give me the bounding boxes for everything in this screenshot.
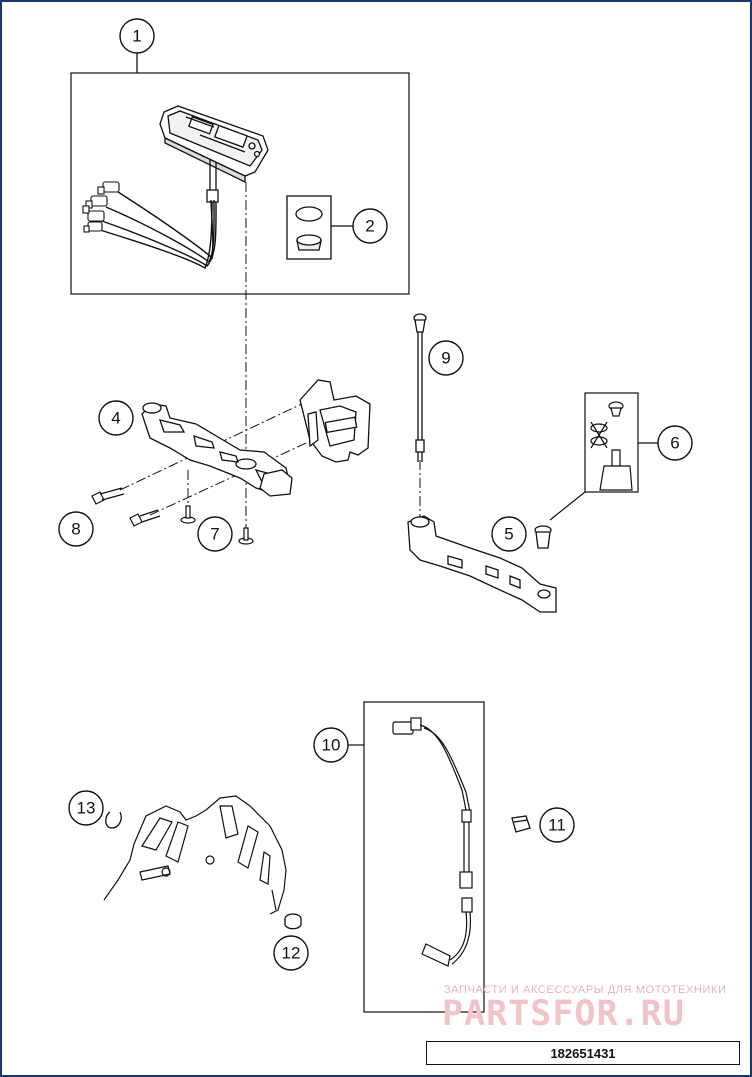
callout-13[interactable]: 13 bbox=[68, 790, 104, 826]
callout-4[interactable]: 4 bbox=[98, 400, 134, 436]
item-4-bracket-drawing bbox=[141, 379, 371, 497]
svg-text:11: 11 bbox=[548, 816, 566, 835]
callout-10[interactable]: 10 bbox=[313, 727, 349, 763]
item-11-clip-drawing bbox=[511, 815, 531, 833]
watermark-tagline: ЗАПЧАСТИ И АКСЕССУАРЫ ДЛЯ МОТОТЕХНИКИ bbox=[444, 984, 727, 996]
box-item-1 bbox=[70, 72, 410, 295]
item-1-speedometer-group bbox=[70, 53, 410, 295]
item-10-sensor-drawing bbox=[348, 701, 485, 1013]
svg-text:9: 9 bbox=[441, 349, 450, 368]
svg-text:2: 2 bbox=[365, 217, 374, 236]
item-6-parts-drawing bbox=[549, 392, 660, 521]
item-8-bolts-drawing bbox=[91, 487, 161, 527]
callout-9[interactable]: 9 bbox=[428, 340, 464, 376]
callout-5[interactable]: 5 bbox=[491, 516, 527, 552]
svg-text:8: 8 bbox=[71, 520, 80, 539]
svg-text:10: 10 bbox=[322, 736, 341, 755]
callout-7[interactable]: 7 bbox=[197, 516, 233, 552]
callout-11[interactable]: 11 bbox=[539, 807, 575, 843]
item-12-nut-drawing bbox=[284, 913, 302, 930]
callout-8[interactable]: 8 bbox=[58, 511, 94, 547]
svg-text:7: 7 bbox=[210, 525, 219, 544]
display-unit-drawing bbox=[159, 105, 269, 184]
callout-2[interactable]: 2 bbox=[352, 208, 388, 244]
item-13-clip-drawing bbox=[105, 811, 122, 829]
svg-text:5: 5 bbox=[504, 525, 513, 544]
svg-text:1: 1 bbox=[132, 27, 141, 46]
brake-disc-drawing bbox=[103, 795, 287, 915]
box-item-10 bbox=[363, 701, 485, 1013]
callout-1[interactable]: 1 bbox=[119, 18, 155, 54]
svg-text:4: 4 bbox=[111, 409, 120, 428]
svg-text:12: 12 bbox=[282, 944, 301, 963]
item-9-cable-drawing bbox=[413, 313, 427, 462]
item-7-screws-drawing bbox=[180, 505, 254, 545]
box-item-2 bbox=[286, 195, 332, 260]
callout-12[interactable]: 12 bbox=[273, 935, 309, 971]
svg-text:6: 6 bbox=[670, 434, 679, 453]
callouts: 1 2 4 5 6 7 8 9 bbox=[58, 18, 693, 971]
watermark-brand: PARTSFOR.RU bbox=[442, 994, 685, 1034]
part-number: 182651431 bbox=[550, 1045, 616, 1061]
svg-text:13: 13 bbox=[77, 799, 96, 818]
part-number-box: 182651431 bbox=[426, 1041, 740, 1065]
item-5-bracket-drawing bbox=[407, 515, 557, 613]
callout-6[interactable]: 6 bbox=[657, 425, 693, 461]
